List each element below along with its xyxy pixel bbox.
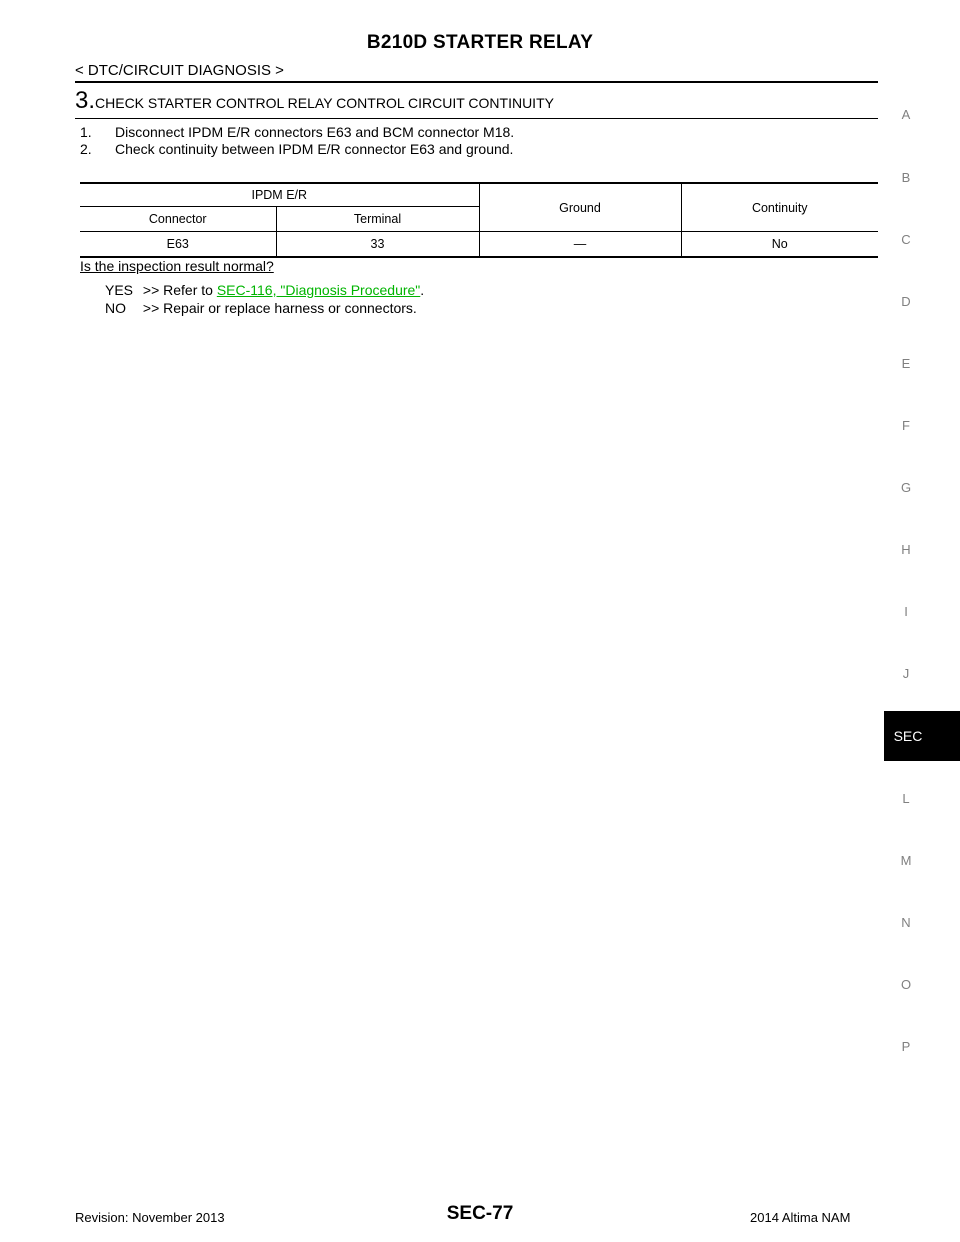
sidebar-letter-a[interactable]: A: [901, 107, 911, 122]
diagnosis-procedure-link[interactable]: SEC-116, "Diagnosis Procedure": [216, 282, 421, 298]
cell-terminal: 33: [276, 231, 480, 258]
instruction-item: 2. Check continuity between IPDM E/R conn…: [80, 141, 513, 157]
instruction-number: 2.: [80, 141, 92, 157]
sidebar-letter-l[interactable]: L: [902, 791, 910, 806]
sidebar-letter-i[interactable]: I: [904, 604, 908, 619]
page-title: B210D STARTER RELAY: [366, 32, 594, 53]
answer-no-text: >> Repair or replace harness or connecto…: [142, 300, 417, 316]
col-ground: Ground: [479, 182, 682, 232]
group-header-ipdm: IPDM E/R: [80, 182, 480, 207]
instruction-number: 1.: [80, 124, 92, 140]
col-continuity: Continuity: [681, 182, 878, 232]
section-breadcrumb: < DTC/CIRCUIT DIAGNOSIS >: [75, 62, 284, 79]
instruction-item: 1. Disconnect IPDM E/R connectors E63 and…: [80, 124, 514, 140]
sidebar-letter-e[interactable]: E: [901, 356, 911, 371]
sidebar-letter-f[interactable]: F: [902, 418, 910, 433]
sidebar-letter-c[interactable]: C: [901, 232, 911, 247]
col-terminal: Terminal: [276, 206, 480, 232]
answer-yes: YES >> Refer to SEC-116, "Diagnosis Proc…: [105, 282, 424, 298]
sidebar-letter-m[interactable]: M: [900, 853, 912, 868]
sidebar-letter-j[interactable]: J: [902, 666, 910, 681]
sidebar-letter-h[interactable]: H: [901, 542, 911, 557]
sidebar-letter-n[interactable]: N: [901, 915, 911, 930]
continuity-table: IPDM E/R Ground Continuity Connector Ter…: [80, 182, 878, 258]
answer-no: NO >> Repair or replace harness or conne…: [105, 300, 417, 316]
sidebar-letter-b[interactable]: B: [901, 170, 911, 185]
instruction-text: Disconnect IPDM E/R connectors E63 and B…: [115, 124, 515, 140]
footer-page-number: SEC-77: [446, 1203, 514, 1224]
answer-yes-prefix: >> Refer to: [142, 282, 217, 298]
col-connector: Connector: [80, 206, 277, 232]
step-title: CHECK STARTER CONTROL RELAY CONTROL CIRC…: [95, 95, 554, 111]
sidebar-tab-sec-active[interactable]: SEC: [884, 711, 960, 761]
inspection-question: Is the inspection result normal?: [80, 258, 274, 274]
answer-yes-suffix: .: [420, 282, 425, 298]
step-heading: 3.CHECK STARTER CONTROL RELAY CONTROL CI…: [75, 87, 554, 115]
sidebar-letter-g[interactable]: G: [900, 480, 912, 495]
instruction-text: Check continuity between IPDM E/R connec…: [115, 141, 514, 157]
table-row: E63 33 — No: [80, 231, 878, 258]
sidebar-letter-p[interactable]: P: [901, 1039, 911, 1054]
sidebar-letter-o[interactable]: O: [900, 977, 912, 992]
footer-model: 2014 Altima NAM: [750, 1210, 851, 1225]
sidebar-tab-label: SEC: [893, 728, 923, 744]
step-number: 3.: [75, 87, 96, 114]
sidebar-letter-d[interactable]: D: [901, 294, 911, 309]
answer-no-key: NO: [105, 300, 126, 316]
cell-continuity: No: [681, 231, 878, 258]
step-divider: [75, 118, 878, 119]
cell-ground: —: [479, 231, 682, 258]
answer-yes-key: YES: [105, 282, 134, 298]
cell-connector: E63: [80, 231, 277, 258]
header-divider: [75, 81, 878, 83]
footer-revision: Revision: November 2013: [75, 1210, 225, 1225]
